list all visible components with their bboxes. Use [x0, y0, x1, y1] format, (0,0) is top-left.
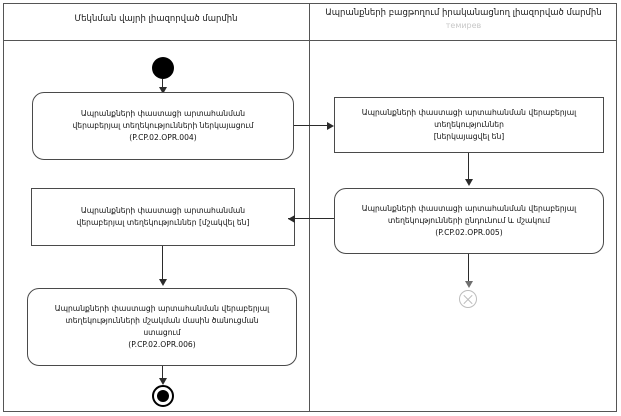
object-node-submitted-label: Ապրանքների փաստացի արտահանման վերաբերյալ… [361, 108, 577, 141]
arrowhead-action-005-to-object-processed [288, 214, 295, 223]
action-node-opr-006[interactable]: Ապրանքների փաստացի արտահանման վերաբերյալ… [27, 288, 297, 366]
edge-action-006-to-activity-final [162, 366, 163, 383]
action-node-opr-005[interactable]: Ապրանքների փաստացի արտահանման վերաբերյալ… [334, 188, 604, 254]
swimlane-label-departure-authority: Մեկնման վայրի լիազորված մարմին [74, 13, 238, 24]
edge-action-005-to-object-processed [288, 218, 334, 219]
arrowhead-action-006-to-activity-final [158, 378, 167, 385]
action-node-opr-004[interactable]: Ապրանքների փաստացի արտահանման վերաբերյալ… [32, 92, 294, 160]
edge-action-005-to-flow-final [468, 254, 469, 284]
action-node-opr-004-label: Ապրանքների փաստացի արտահանման վերաբերյալ… [72, 109, 254, 142]
action-node-opr-006-label: Ապրանքների փաստացի արտահանման վերաբերյալ… [54, 304, 270, 349]
edge-action-004-to-object-submitted [294, 125, 329, 126]
object-node-processed-label: Ապրանքների փաստացի արտահանման վերաբերյալ… [76, 206, 250, 227]
activity-final-node [152, 385, 174, 407]
swimlane-sublabel-export-authority: темирев [445, 20, 482, 30]
swimlane-header-export-authority: Ապրանքների բացթողում իրականացնող լիազորվ… [310, 0, 617, 38]
initial-node [152, 57, 174, 79]
action-node-opr-005-label: Ապրանքների փաստացի արտահանման վերաբերյալ… [361, 204, 577, 237]
arrowhead-action-004-to-object-submitted [327, 121, 334, 130]
swimlane-header-band [3, 3, 617, 41]
edge-object-submitted-to-action-005 [468, 153, 469, 183]
edge-object-processed-to-action-006 [162, 246, 163, 283]
arrowhead-initial-to-action-004 [158, 87, 167, 94]
swimlane-label-export-authority: Ապրանքների բացթողում իրականացնող լիազորվ… [325, 7, 602, 18]
arrowhead-object-processed-to-action-006 [158, 279, 167, 286]
swimlane-header-departure-authority: Մեկնման վայրի լիազորված մարմին [3, 0, 309, 38]
arrowhead-object-submitted-to-action-005 [464, 179, 473, 186]
arrowhead-action-005-to-flow-final [464, 281, 473, 288]
edge-initial-to-action-004 [162, 79, 163, 91]
object-node-submitted[interactable]: Ապրանքների փաստացի արտահանման վերաբերյալ… [334, 97, 604, 153]
swimlane-divider [309, 3, 310, 412]
flow-final-node [459, 290, 477, 308]
object-node-processed[interactable]: Ապրանքների փաստացի արտահանման վերաբերյալ… [31, 188, 295, 246]
